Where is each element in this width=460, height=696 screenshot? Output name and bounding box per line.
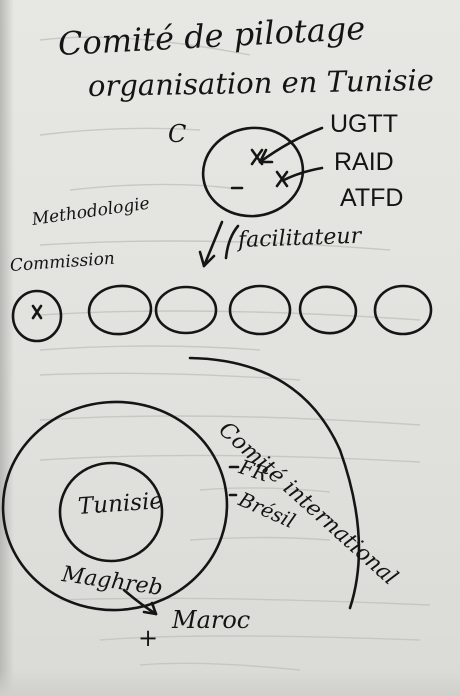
- org-ugtt: UGTT: [330, 110, 399, 138]
- commission-circle-5: [298, 285, 358, 335]
- org-atfd: ATFD: [340, 184, 404, 212]
- title-line-2: organisation en Tunisie: [87, 62, 435, 103]
- plus-sign: +: [138, 624, 159, 652]
- page-bottom-shadow: [0, 670, 460, 696]
- commission-circle-6: [373, 284, 433, 336]
- maroc-label: Maroc: [172, 606, 251, 634]
- maghreb-outer-circle: [1, 400, 229, 612]
- facilitator-arrow-2: [224, 224, 240, 260]
- pilot-committee-circle: [201, 126, 305, 218]
- commission-circle-3: [154, 285, 218, 335]
- facilitator-label: facilitateur: [237, 223, 362, 253]
- commission-circle-1: [11, 289, 63, 343]
- international-arc: [188, 356, 361, 610]
- org-raid: RAID: [334, 148, 394, 176]
- arrow-ugtt: [258, 126, 324, 164]
- commission-circle-2: [87, 284, 153, 336]
- facilitator-arrow-1: [202, 220, 224, 268]
- pilot-left-mark: C: [168, 120, 187, 148]
- arrow-raid: [282, 166, 324, 182]
- tunisie-inner-circle: [58, 461, 164, 563]
- commission-circle-4: [228, 284, 292, 336]
